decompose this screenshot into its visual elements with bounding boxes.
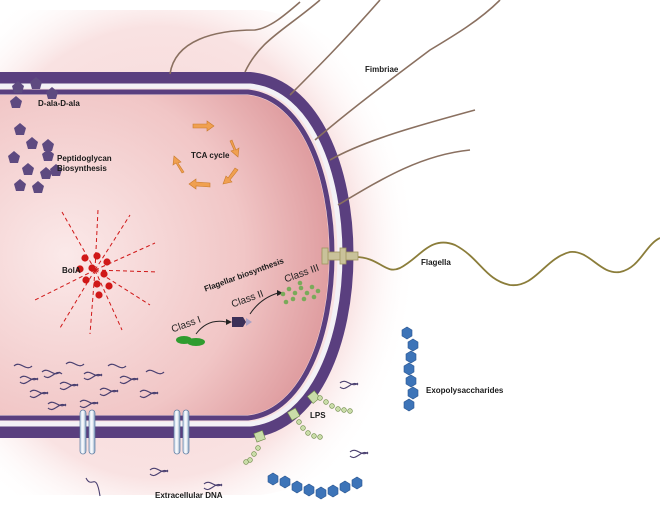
pentagon bbox=[8, 151, 20, 163]
pentagon bbox=[10, 96, 22, 108]
bola-proteins bbox=[76, 252, 113, 299]
flagellum-filament bbox=[354, 237, 660, 286]
pentagon bbox=[30, 77, 42, 89]
fimbria bbox=[289, 0, 381, 96]
label-biosynthesis: Biosynthesis bbox=[57, 164, 107, 173]
membrane-channel bbox=[173, 409, 190, 455]
fimbriae bbox=[169, 0, 501, 206]
class-iii-proteins bbox=[280, 280, 321, 305]
pentagon bbox=[50, 164, 62, 176]
arrow-class-ii-to-iii bbox=[249, 292, 279, 315]
pentagon bbox=[32, 181, 44, 193]
intracellular-dna bbox=[13, 361, 165, 410]
label-bola: BolA bbox=[62, 266, 81, 275]
tca-cycle-arrows bbox=[172, 120, 240, 190]
fimbria bbox=[337, 149, 471, 206]
cytoplasm bbox=[0, 95, 329, 415]
tca-arrow bbox=[222, 167, 239, 185]
flagellar-motor bbox=[321, 247, 359, 265]
pentagon bbox=[12, 81, 24, 93]
class-ii-protein bbox=[232, 317, 252, 327]
fimbria bbox=[244, 0, 321, 73]
label-extracellular-dna: Extracellular DNA bbox=[155, 491, 223, 500]
label-lps: LPS bbox=[310, 411, 326, 420]
label-fimbriae: Fimbriae bbox=[365, 65, 399, 74]
exopolysaccharide-chains bbox=[267, 326, 419, 500]
tca-arrow bbox=[188, 178, 211, 190]
label-exopolysaccharides: Exopolysaccharides bbox=[426, 386, 504, 395]
pentagon bbox=[46, 87, 58, 99]
label-d-ala-d-ala: D-ala-D-ala bbox=[38, 99, 80, 108]
fimbria bbox=[314, 0, 501, 141]
tca-arrow bbox=[229, 139, 240, 158]
label-peptidoglycan: Peptidoglycan bbox=[57, 154, 112, 163]
label-flagella: Flagella bbox=[421, 258, 451, 267]
tca-arrow bbox=[192, 120, 215, 132]
pentagon bbox=[40, 167, 52, 179]
pentagon bbox=[22, 163, 34, 175]
tca-arrow bbox=[172, 155, 185, 174]
pentagon bbox=[14, 179, 26, 191]
class-i-protein bbox=[176, 336, 205, 346]
arrow-class-i-to-ii bbox=[195, 320, 227, 335]
lps-molecules bbox=[243, 390, 353, 465]
label-tca-cycle: TCA cycle bbox=[191, 151, 230, 160]
membrane-channel bbox=[79, 409, 96, 455]
pentagon bbox=[42, 139, 54, 151]
pentagon bbox=[42, 149, 54, 161]
pentagon bbox=[26, 137, 38, 149]
fimbria bbox=[169, 1, 301, 75]
extracellular-dna bbox=[85, 380, 369, 497]
fimbria bbox=[329, 109, 476, 161]
pentagon bbox=[14, 123, 26, 135]
peptidoglycan-precursors bbox=[8, 77, 62, 193]
